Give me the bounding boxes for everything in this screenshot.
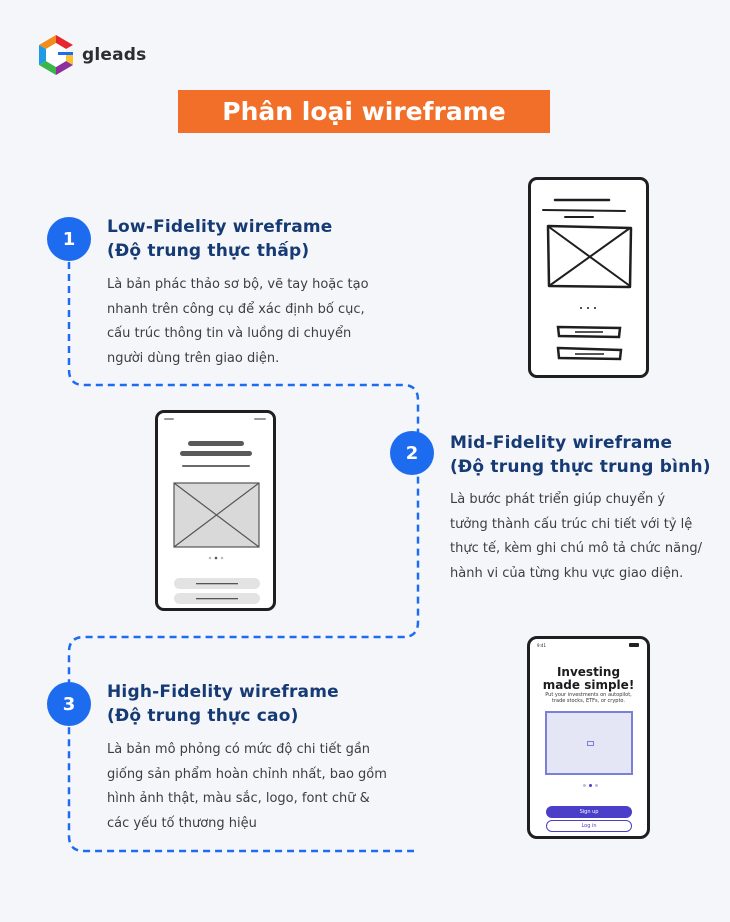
lowfi-sketch-illustration bbox=[542, 198, 633, 361]
midfi-wireframe-illustration bbox=[164, 418, 266, 604]
hifi-login-button[interactable]: Log in bbox=[546, 820, 632, 832]
brand-logo: gleads bbox=[36, 34, 147, 76]
step-3-number: 3 bbox=[47, 682, 91, 726]
midfi-phone-mockup bbox=[155, 410, 276, 611]
gleads-logo-icon bbox=[39, 35, 73, 75]
step-1-description: Là bản phác thảo sơ bộ, vẽ tay hoặc tạo … bbox=[107, 277, 369, 366]
step-2-heading: Mid-Fidelity wireframe (Độ trung thực tr… bbox=[450, 433, 711, 477]
step-1-number: 1 bbox=[47, 217, 91, 261]
hifi-battery-icon bbox=[629, 643, 639, 647]
hifi-hero-image bbox=[545, 711, 633, 775]
hifi-phone-mockup: 9:41 Investing made simple! Put your inv… bbox=[527, 636, 650, 839]
hifi-signup-button[interactable]: Sign up bbox=[546, 806, 632, 818]
step-1-heading: Low-Fidelity wireframe (Độ trung thực th… bbox=[107, 217, 333, 261]
step-3-heading: High-Fidelity wireframe (Độ trung thực c… bbox=[107, 682, 339, 726]
brand-name: gleads bbox=[82, 45, 147, 65]
step-2-description: Là bước phát triển giúp chuyển ý tưởng t… bbox=[450, 492, 702, 581]
image-placeholder-icon bbox=[587, 741, 594, 746]
step-3-description: Là bản mô phỏng có mức độ chi tiết gần g… bbox=[107, 742, 387, 831]
hifi-carousel-dots bbox=[583, 784, 598, 787]
hifi-status-time: 9:41 bbox=[537, 643, 546, 648]
hifi-subheadline: Put your investments on autopilot, trade… bbox=[545, 692, 632, 704]
lowfi-phone-sketch bbox=[528, 177, 649, 378]
hifi-headline: Investing made simple! bbox=[542, 665, 635, 692]
step-2-number: 2 bbox=[390, 431, 434, 475]
page-title: Phân loại wireframe bbox=[222, 97, 506, 126]
title-banner: Phân loại wireframe bbox=[178, 90, 550, 133]
